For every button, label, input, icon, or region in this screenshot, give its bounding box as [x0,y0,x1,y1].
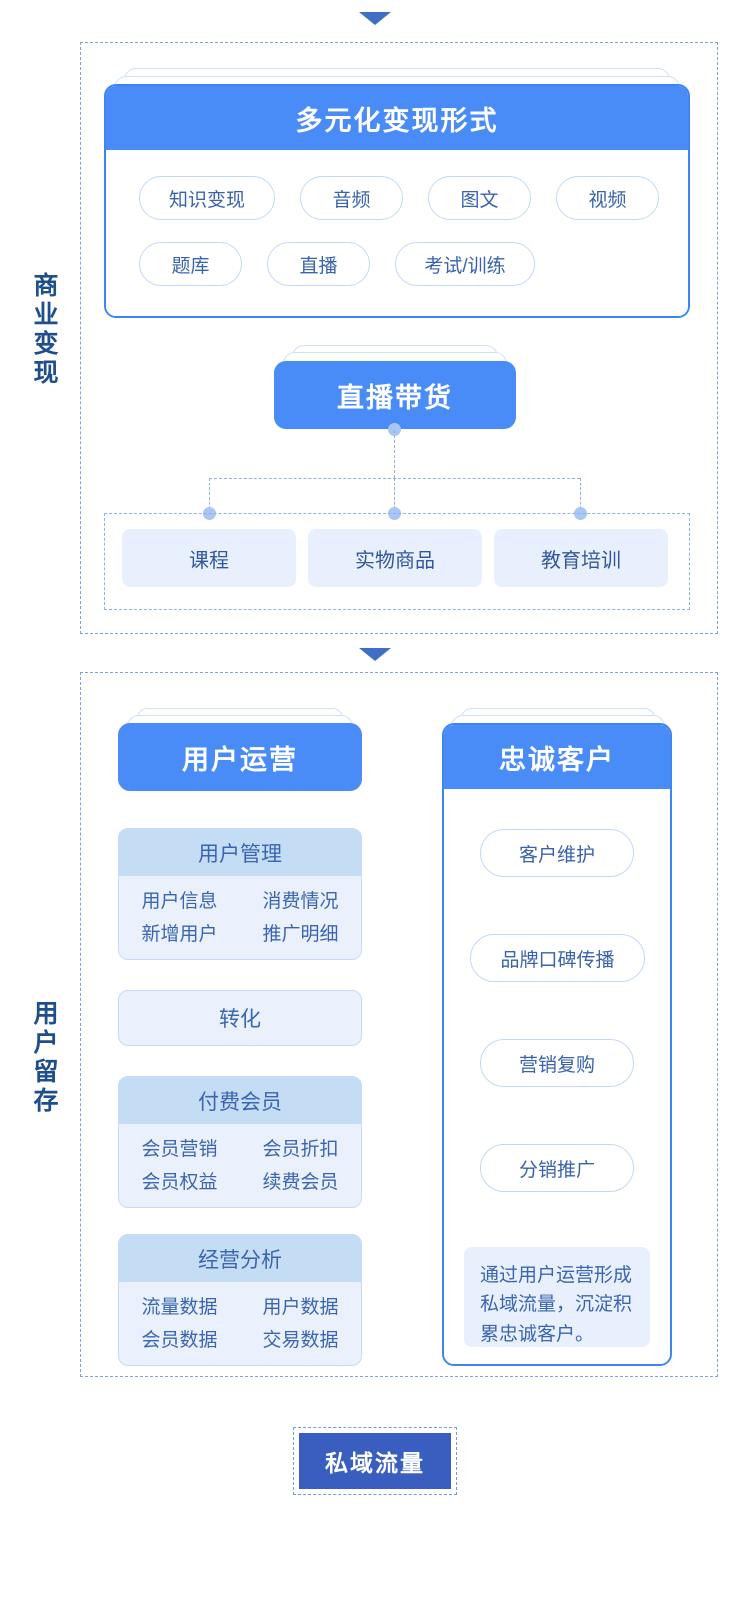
arrow-down-middle [0,648,750,661]
group-items: 流量数据 用户数据 会员数据 交易数据 [119,1282,361,1364]
loyal-pill-brand-reputation[interactable]: 品牌口碑传播 [470,934,645,982]
section-label-monetization: 商业变现 [30,272,58,388]
arrow-down-icon [359,12,391,25]
connector-line-vertical-center [394,478,395,514]
group-item[interactable]: 用户信息 [141,891,218,912]
group-items: 用户信息 消费情况 新增用户 推广明细 [119,876,361,958]
group-header: 经营分析 [119,1235,361,1282]
formats-card[interactable]: 多元化变现形式 知识变现 音频 图文 视频 题库 直播 考试/训练 [104,84,690,318]
formats-card-title: 多元化变现形式 [106,86,688,150]
format-tag-image-text[interactable]: 图文 [428,176,531,220]
group-item[interactable]: 续费会员 [262,1172,339,1193]
format-tag-live[interactable]: 直播 [267,242,370,286]
group-item[interactable]: 会员折扣 [262,1139,339,1160]
live-commerce-children-panel [104,513,690,610]
live-commerce-child-course[interactable]: 课程 [122,529,296,587]
format-tag-question-bank[interactable]: 题库 [139,242,242,286]
format-tag-video[interactable]: 视频 [556,176,659,220]
group-item[interactable]: 会员权益 [141,1172,218,1193]
loyal-pill-distribution-promotion[interactable]: 分销推广 [480,1144,634,1192]
user-ops-group-business-analysis[interactable]: 经营分析 流量数据 用户数据 会员数据 交易数据 [118,1234,362,1366]
group-item[interactable]: 会员营销 [141,1139,218,1160]
group-item[interactable]: 新增用户 [141,924,218,945]
live-commerce-child-physical-goods[interactable]: 实物商品 [308,529,482,587]
loyal-customers-card[interactable]: 忠诚客户 客户维护 品牌口碑传播 营销复购 分销推广 通过用户运营形成私域流量，… [442,723,672,1366]
group-header: 用户管理 [119,829,361,876]
connector-line-vertical-right [580,478,581,514]
group-item[interactable]: 流量数据 [141,1297,218,1318]
connector-dot-source [388,423,401,436]
user-ops-group-user-management[interactable]: 用户管理 用户信息 消费情况 新增用户 推广明细 [118,828,362,960]
format-tag-exam-training[interactable]: 考试/训练 [395,242,535,286]
footer-badge-row: 私域流量 [0,1427,750,1495]
user-ops-card[interactable]: 用户运营 [118,723,362,791]
group-item[interactable]: 交易数据 [262,1330,339,1351]
user-ops-group-conversion[interactable]: 转化 [118,990,362,1046]
connector-line-vertical-left [209,478,210,514]
live-commerce-title: 直播带货 [274,361,516,429]
user-ops-group-paid-membership[interactable]: 付费会员 会员营销 会员折扣 会员权益 续费会员 [118,1076,362,1208]
group-items: 会员营销 会员折扣 会员权益 续费会员 [119,1124,361,1206]
loyal-customers-body: 客户维护 品牌口碑传播 营销复购 分销推广 通过用户运营形成私域流量，沉淀积累忠… [444,789,670,1364]
format-tag-knowledge[interactable]: 知识变现 [139,176,275,220]
private-traffic-badge-wrap: 私域流量 [293,1427,457,1495]
live-commerce-card[interactable]: 直播带货 [274,361,516,429]
group-item[interactable]: 会员数据 [141,1330,218,1351]
live-commerce-child-education-training[interactable]: 教育培训 [494,529,668,587]
group-header: 付费会员 [119,1077,361,1124]
private-traffic-badge[interactable]: 私域流量 [299,1433,451,1489]
loyal-customers-note: 通过用户运营形成私域流量，沉淀积累忠诚客户。 [464,1247,650,1347]
group-item[interactable]: 消费情况 [262,891,339,912]
section-label-retention: 用户留存 [30,1000,58,1116]
group-item[interactable]: 用户数据 [262,1297,339,1318]
format-tag-audio[interactable]: 音频 [300,176,403,220]
loyal-pill-customer-maintenance[interactable]: 客户维护 [480,829,634,877]
user-ops-title: 用户运营 [118,723,362,791]
loyal-customers-title: 忠诚客户 [444,725,670,789]
connector-line-vertical-main [394,430,395,478]
group-item[interactable]: 推广明细 [262,924,339,945]
formats-card-body: 知识变现 音频 图文 视频 题库 直播 考试/训练 [106,150,688,316]
loyal-pill-marketing-repurchase[interactable]: 营销复购 [480,1039,634,1087]
arrow-down-icon [359,648,391,661]
arrow-down-top [0,12,750,25]
